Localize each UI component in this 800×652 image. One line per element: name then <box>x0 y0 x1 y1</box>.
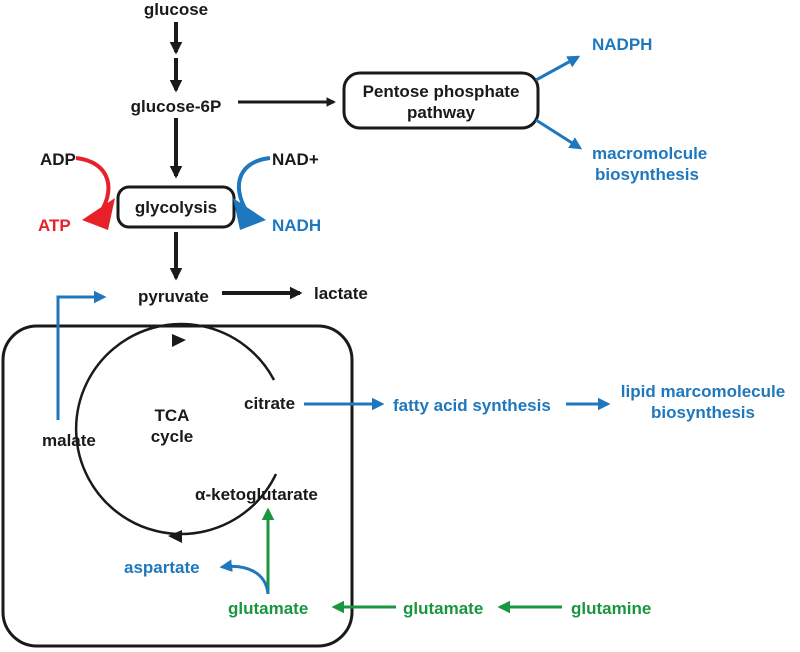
arrow-malate-to-pyruvate <box>56 290 107 420</box>
label-ppp-line1: Pentose phosphate <box>363 82 520 101</box>
label-nadph: NADPH <box>592 35 652 54</box>
label-nadh: NADH <box>272 216 321 235</box>
ppp-box <box>342 71 540 130</box>
label-pyruvate: pyruvate <box>138 287 209 306</box>
label-glutamate-cyto: glutamate <box>403 599 483 618</box>
label-tca-line1: TCA <box>155 406 190 425</box>
label-malate: malate <box>42 431 96 450</box>
label-ppp-line2: pathway <box>407 103 476 122</box>
mitochondrion-box <box>1 324 354 648</box>
label-macromolecule-line2: biosynthesis <box>595 165 699 184</box>
label-alpha-ketoglutarate: α-ketoglutarate <box>195 485 318 504</box>
label-lipid-line1: lipid marcomolecule <box>621 382 785 401</box>
label-glucose-6p: glucose-6P <box>131 97 222 116</box>
label-glutamine: glutamine <box>571 599 651 618</box>
label-tca-line2: cycle <box>151 427 194 446</box>
glycolysis-box <box>116 185 236 229</box>
label-glutamate-mito: glutamate <box>228 599 308 618</box>
label-citrate: citrate <box>244 394 295 413</box>
label-aspartate: aspartate <box>124 558 200 577</box>
arrow-glutamate-to-aspartate <box>219 559 270 595</box>
label-fatty-acid-synthesis: fatty acid synthesis <box>393 396 551 415</box>
label-atp: ATP <box>38 216 71 235</box>
label-glucose: glucose <box>144 0 208 19</box>
arrowhead-nadh <box>233 198 266 230</box>
label-adp: ADP <box>40 150 76 169</box>
label-lactate: lactate <box>314 284 368 303</box>
label-macromolecule-line1: macromolcule <box>592 144 707 163</box>
label-nad-plus: NAD+ <box>272 150 319 169</box>
tca-arrowhead-bottom <box>168 530 182 543</box>
arrow-ppp-to-nadph <box>535 55 581 82</box>
tca-cycle-ring <box>74 322 278 536</box>
tca-arrowhead-top <box>172 334 186 347</box>
label-lipid-line2: biosynthesis <box>651 403 755 422</box>
arrowhead-atp <box>82 198 115 230</box>
label-glycolysis: glycolysis <box>135 198 217 217</box>
arrow-ppp-to-macromolecule <box>535 118 583 150</box>
